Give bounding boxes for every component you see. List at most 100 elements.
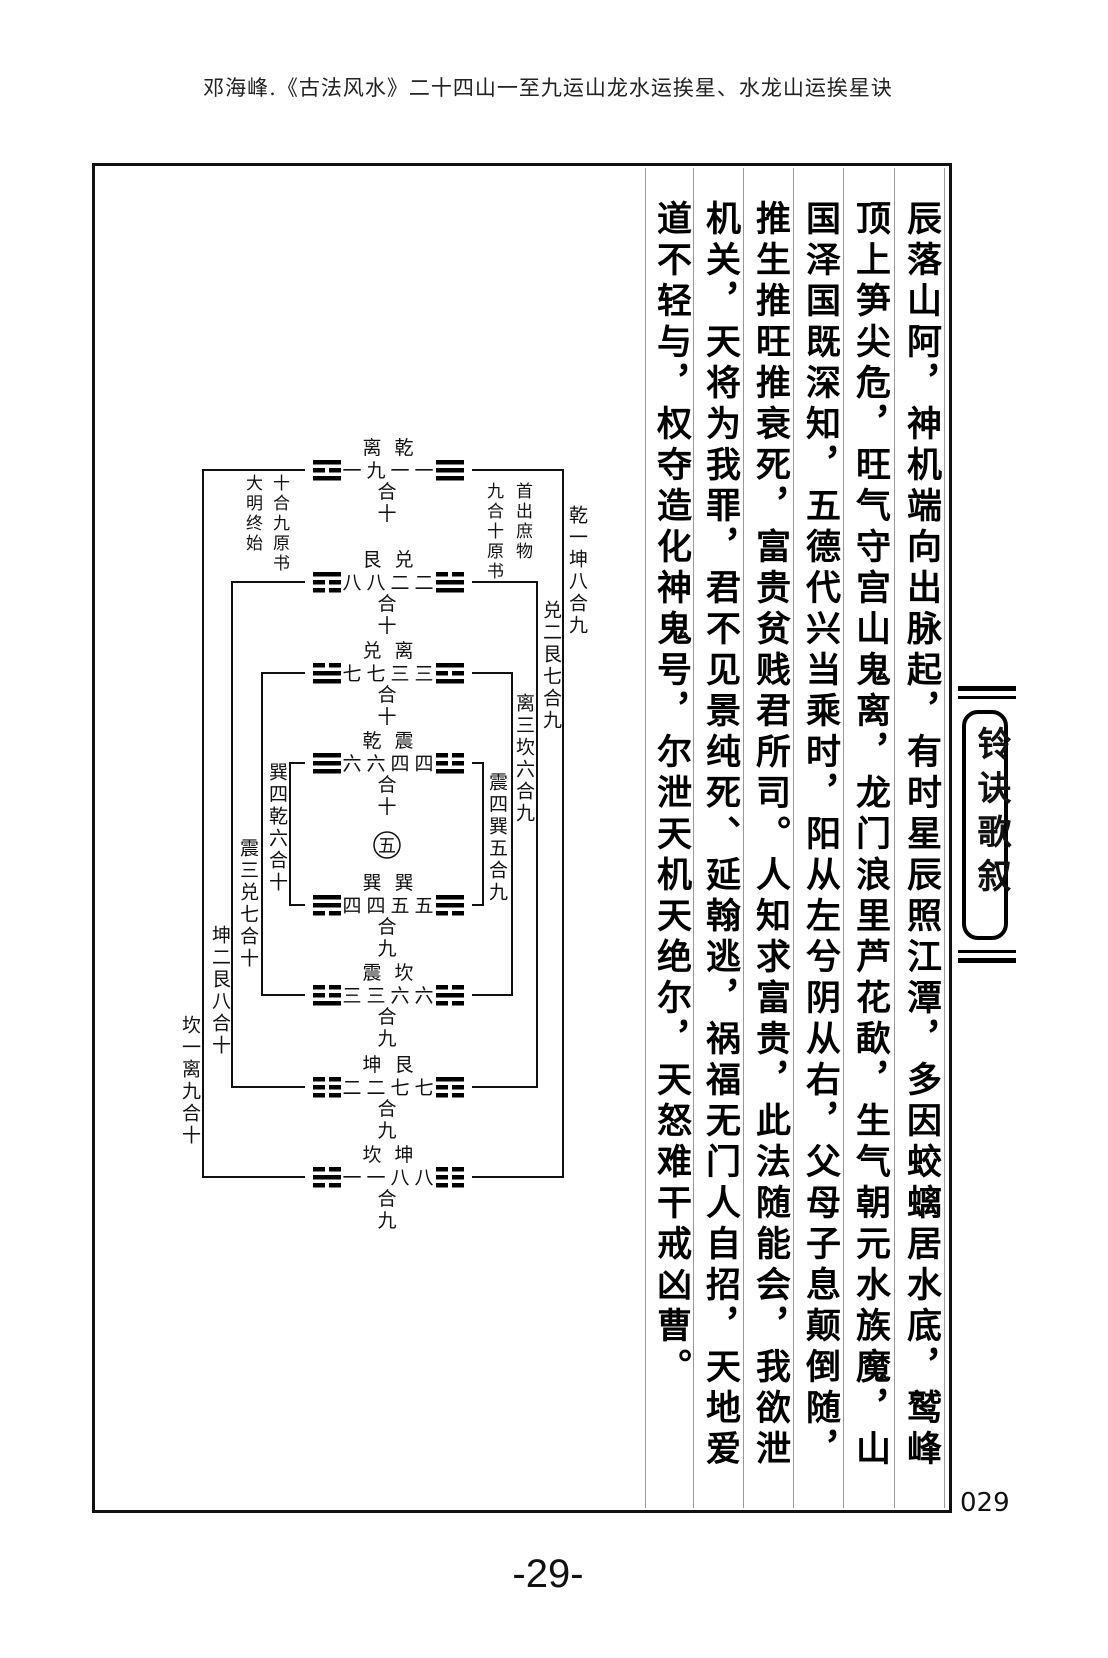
trigram-zhen-icon <box>329 993 341 998</box>
row-number: 二 <box>342 1077 361 1099</box>
section-tab: 铃诀歌叙 <box>958 686 1016 966</box>
trigram-dui-icon <box>436 588 464 593</box>
trigram-li-icon <box>436 663 464 668</box>
trigram-kan-icon <box>436 1001 448 1006</box>
text-column-2: 顶上笋尖危，旺气守宫山鬼离，龙门浪里芦花歃，生气朝元水族魔，山 <box>850 200 890 1471</box>
text-column-4: 推生推旺推衰死，富贵贫贱君所司。人知求富贵，此法随能会，我欲泄 <box>750 200 790 1471</box>
trigram-xun-icon <box>436 911 448 916</box>
trigram-zhen-icon <box>313 1001 341 1006</box>
row-number: 四 <box>366 895 385 917</box>
side-label-outer-right: 乾一坤八合九 <box>566 505 588 637</box>
frame-line-right-4 <box>472 762 484 906</box>
trigram-dui-icon <box>313 663 325 668</box>
frame-line-left-4 <box>289 762 305 906</box>
trigram-gen-icon <box>329 580 341 585</box>
row-number: 三 <box>390 663 409 685</box>
trigram-gen-icon <box>436 1093 448 1098</box>
trigram-kan-icon <box>329 1167 341 1172</box>
trigram-gen-icon <box>452 1085 464 1090</box>
trigram-kan-icon <box>436 993 464 998</box>
row-left-name: 兑 <box>362 640 381 662</box>
row-sum: 九 <box>377 1210 396 1232</box>
trigram-kun-icon <box>452 1167 464 1172</box>
trigram-kan-icon <box>452 985 464 990</box>
running-header: 邓海峰.《古法风水》二十四山一至九运山龙水运挨星、水龙山运挨星诀 <box>203 76 893 100</box>
trigram-li-icon <box>452 671 464 676</box>
trigram-xun-icon <box>436 903 464 908</box>
note-top-left-b: 大明终始 <box>242 474 262 554</box>
trigram-qian-icon <box>313 753 341 758</box>
row-right-name: 离 <box>394 640 413 662</box>
row-he-label: 合 <box>377 1006 396 1028</box>
frame-line-left-3 <box>261 672 305 996</box>
trigram-kun-icon <box>436 1167 448 1172</box>
trigram-dui-icon <box>436 580 464 585</box>
row-number: 八 <box>390 1167 409 1189</box>
row-number: 二 <box>366 1077 385 1099</box>
trigram-gen-icon <box>313 580 325 585</box>
row-he-label: 合 <box>377 916 396 938</box>
row-left-name: 巽 <box>362 872 381 894</box>
row-sum: 十 <box>377 796 396 818</box>
trigram-kan-icon <box>313 1175 341 1180</box>
row-number: 二 <box>414 572 433 594</box>
text-column-1: 辰落山阿，神机端向出脉起，有时星辰照江潭，多因蛟螭居水底，鹫峰 <box>901 200 941 1471</box>
note-top-right-a: 九合十原书 <box>483 482 503 582</box>
page-number-corner: 029 <box>960 1488 1010 1518</box>
trigram-xun-icon <box>313 903 341 908</box>
trigram-kun-icon <box>329 1085 341 1090</box>
column-divider <box>645 168 646 1508</box>
row-number: 七 <box>342 663 361 685</box>
trigram-xun-icon <box>313 895 341 900</box>
trigram-kun-icon <box>436 1175 448 1180</box>
page-frame <box>92 163 952 1513</box>
trigram-kun-icon <box>436 1183 448 1188</box>
row-number: 七 <box>390 1077 409 1099</box>
row-right-name: 艮 <box>394 1054 413 1076</box>
trigram-kun-icon <box>452 1183 464 1188</box>
trigram-kun-icon <box>313 1085 325 1090</box>
trigram-kun-icon <box>329 1093 341 1098</box>
frame-line-right-1 <box>472 469 564 1178</box>
trigram-gen-icon <box>436 1085 448 1090</box>
row-number: 一 <box>390 460 409 482</box>
column-divider <box>843 168 844 1508</box>
row-number: 一 <box>342 1167 361 1189</box>
side-label-frame3-left: 震三兑七合十 <box>237 838 259 970</box>
trigram-dui-icon <box>436 572 448 577</box>
frame-line-left-1 <box>202 469 305 1178</box>
note-top-left-a: 十合九原书 <box>269 474 289 574</box>
row-sum: 九 <box>377 938 396 960</box>
section-tab-label: 铃诀歌叙 <box>971 726 1011 902</box>
trigram-zhen-icon <box>452 761 464 766</box>
frame-line-right-2 <box>472 581 538 1088</box>
trigram-kan-icon <box>313 1167 325 1172</box>
row-number: 五 <box>390 895 409 917</box>
trigram-kan-icon <box>452 1001 464 1006</box>
trigram-gen-icon <box>313 588 325 593</box>
text-column-3: 国泽国既深知，五德代兴当乘时，阳从左兮阴从右，父母子息颠倒随， <box>800 200 840 1471</box>
trigram-li-icon <box>436 679 464 684</box>
row-number: 四 <box>414 753 433 775</box>
row-number: 八 <box>342 572 361 594</box>
row-right-name: 兑 <box>394 549 413 571</box>
row-left-name: 坎 <box>362 1144 381 1166</box>
row-number: 六 <box>366 753 385 775</box>
trigram-gen-icon <box>436 1077 464 1082</box>
trigram-li-icon <box>313 460 341 465</box>
trigram-kun-icon <box>313 1077 325 1082</box>
side-label-frame2-right: 兑二艮七合九 <box>540 600 562 732</box>
side-label-frame3-right: 离三坎六合九 <box>513 693 535 825</box>
row-right-name: 震 <box>394 730 413 752</box>
row-he-label: 合 <box>377 481 396 503</box>
trigram-zhen-icon <box>436 769 464 774</box>
row-sum: 十 <box>377 706 396 728</box>
row-right-name: 坤 <box>394 1144 413 1166</box>
tab-bar-bottom-thin <box>958 950 1016 953</box>
trigram-qian-icon <box>313 761 341 766</box>
row-sum: 十 <box>377 503 396 525</box>
row-number: 七 <box>366 663 385 685</box>
row-number: 三 <box>366 985 385 1007</box>
text-column-5: 机关，天将为我罪，君不见景纯死、延翰逃，祸福无门人自招，天地爱 <box>700 200 740 1471</box>
row-number: 八 <box>366 572 385 594</box>
